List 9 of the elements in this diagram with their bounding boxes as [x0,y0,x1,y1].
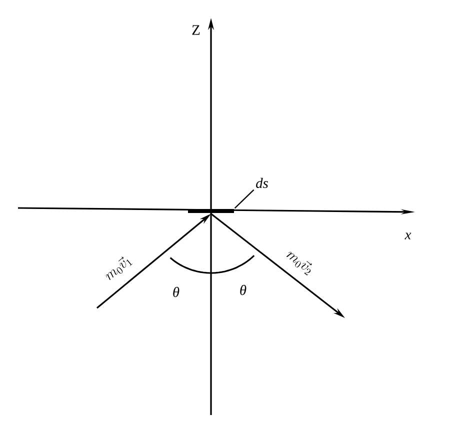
axis-label: x [404,232,412,240]
angle-label: θ [240,284,246,296]
surface-label: ds [256,178,268,188]
momentum-label: $m_0\vec{v}_1$ [106,256,133,280]
momentum-label: $m_0\vec{v}_2$ [286,252,312,276]
surface-element [188,209,234,213]
angle-label: θ [173,286,180,298]
axis-label: Z [192,25,200,35]
leader-line [234,189,254,209]
